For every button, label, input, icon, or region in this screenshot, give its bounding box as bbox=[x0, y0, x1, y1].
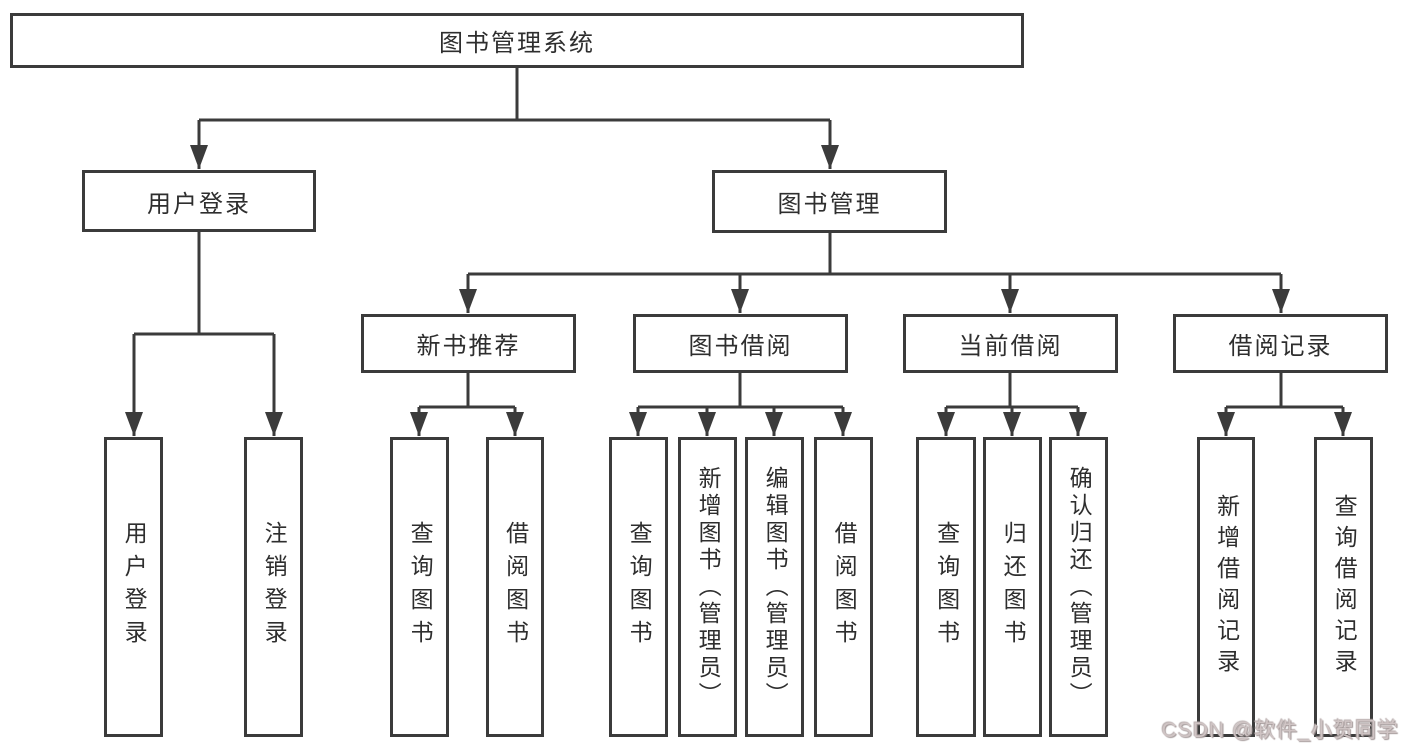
node-leaf-logout: 注销登录 bbox=[244, 437, 303, 737]
node-leaf-logout-label: 注销登录 bbox=[261, 521, 288, 653]
node-leaf-borrowing-borrow-books-label: 借阅图书 bbox=[831, 521, 858, 653]
connector-book-management-children bbox=[459, 233, 1290, 313]
node-book-management: 图书管理 bbox=[712, 170, 947, 233]
node-leaf-records-query-record-label: 查询借阅记录 bbox=[1331, 494, 1358, 680]
node-leaf-current-return-books: 归还图书 bbox=[983, 437, 1042, 737]
node-leaf-current-return-books-label: 归还图书 bbox=[1000, 521, 1027, 653]
node-borrow-records-label: 借阅记录 bbox=[1228, 333, 1333, 360]
node-root-label: 图书管理系统 bbox=[439, 30, 595, 57]
node-borrow-records: 借阅记录 bbox=[1173, 314, 1388, 373]
node-current-borrowing-label: 当前借阅 bbox=[958, 333, 1063, 360]
node-leaf-records-add-record-label: 新增借阅记录 bbox=[1213, 494, 1240, 680]
node-current-borrowing: 当前借阅 bbox=[903, 314, 1118, 373]
node-leaf-recommend-query-books-label: 查询图书 bbox=[407, 521, 434, 653]
node-user-login: 用户登录 bbox=[82, 170, 316, 232]
node-leaf-user-login-label: 用户登录 bbox=[121, 521, 148, 653]
connector-user-login-children bbox=[125, 232, 283, 436]
node-book-borrowing-label: 图书借阅 bbox=[688, 333, 793, 360]
node-leaf-borrowing-edit-books-admin: 编辑图书（管理员） bbox=[745, 437, 804, 737]
node-leaf-borrowing-borrow-books: 借阅图书 bbox=[814, 437, 873, 737]
csdn-watermark: CSDN @软件_小贺同学 bbox=[1161, 719, 1399, 742]
connector-borrowing-children bbox=[629, 373, 852, 436]
node-root: 图书管理系统 bbox=[10, 13, 1024, 68]
node-book-management-label: 图书管理 bbox=[777, 191, 882, 218]
node-new-book-recommend: 新书推荐 bbox=[361, 314, 576, 373]
connector-records-children bbox=[1217, 373, 1352, 436]
connector-root-to-level2 bbox=[190, 68, 839, 169]
node-user-login-label: 用户登录 bbox=[147, 190, 251, 218]
connector-recommend-children bbox=[410, 373, 524, 436]
node-leaf-borrowing-edit-books-admin-label: 编辑图书（管理员） bbox=[762, 465, 789, 709]
node-leaf-current-confirm-return-admin: 确认归还（管理员） bbox=[1049, 437, 1108, 737]
node-leaf-borrowing-query-books-label: 查询图书 bbox=[626, 521, 653, 653]
node-leaf-current-query-books: 查询图书 bbox=[916, 437, 976, 737]
node-new-book-recommend-label: 新书推荐 bbox=[416, 333, 521, 360]
node-leaf-borrowing-query-books: 查询图书 bbox=[609, 437, 668, 737]
connector-current-children bbox=[937, 373, 1087, 436]
node-leaf-current-confirm-return-admin-label: 确认归还（管理员） bbox=[1066, 465, 1093, 709]
node-leaf-borrowing-add-books-admin-label: 新增图书（管理员） bbox=[695, 465, 722, 709]
node-leaf-user-login: 用户登录 bbox=[104, 437, 163, 737]
node-book-borrowing: 图书借阅 bbox=[633, 314, 848, 373]
node-leaf-records-add-record: 新增借阅记录 bbox=[1197, 437, 1255, 737]
node-leaf-recommend-query-books: 查询图书 bbox=[390, 437, 449, 737]
node-leaf-recommend-borrow-books-label: 借阅图书 bbox=[502, 521, 529, 653]
node-leaf-borrowing-add-books-admin: 新增图书（管理员） bbox=[678, 437, 737, 737]
node-leaf-current-query-books-label: 查询图书 bbox=[933, 521, 960, 653]
node-leaf-records-query-record: 查询借阅记录 bbox=[1314, 437, 1373, 737]
node-leaf-recommend-borrow-books: 借阅图书 bbox=[486, 437, 544, 737]
